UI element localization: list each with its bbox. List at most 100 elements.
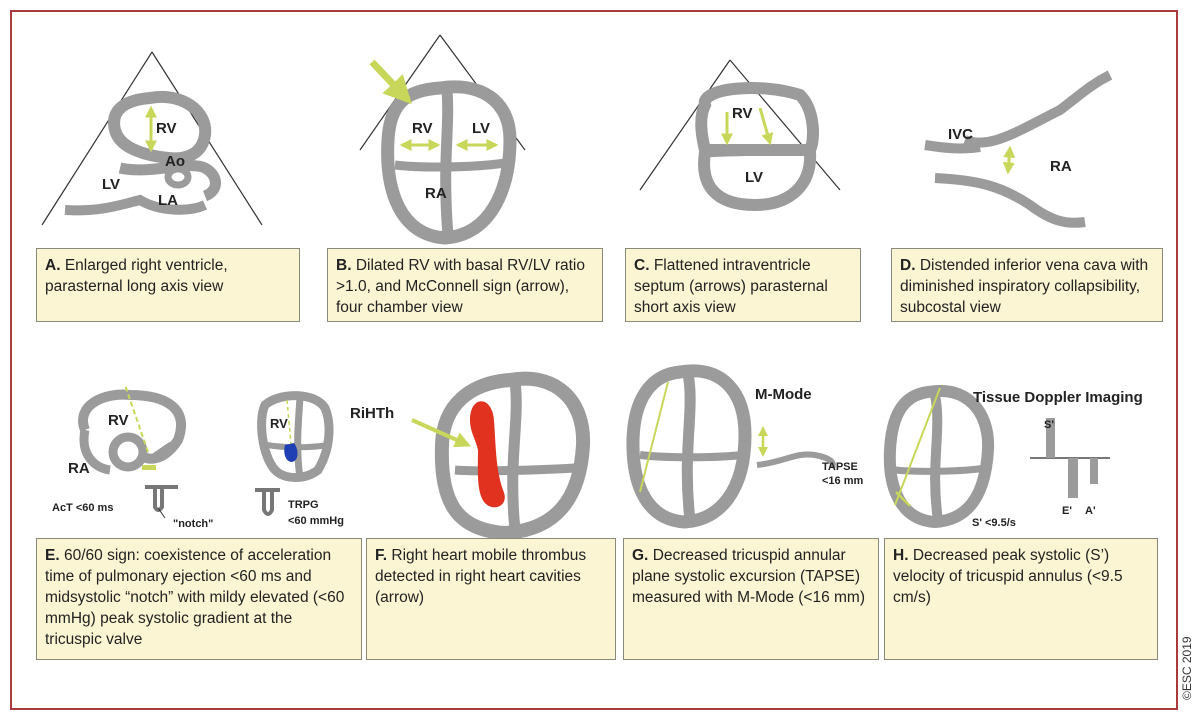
caption-c-letter: C. — [634, 257, 650, 274]
panel-g-septum — [681, 372, 696, 521]
caption-b: B. Dilated RV with basal RV/LV ratio >1.… — [327, 248, 603, 322]
panel-e-doppler-trace — [145, 485, 178, 512]
panel-a-aorta — [164, 165, 192, 189]
panel-h-tdi-label: Tissue Doppler Imaging — [973, 389, 1143, 406]
panel-e-ra-label: RA — [68, 460, 90, 477]
panel-d-lower-wall — [934, 173, 1086, 228]
panel-h-tdi-cursor — [894, 387, 941, 506]
panel-f-septum — [507, 381, 522, 531]
panel-g-mmode-label: M-Mode — [755, 386, 812, 403]
panel-b-mcconnell-arrow — [369, 59, 412, 105]
panel-a-rv-label: RV — [156, 120, 177, 137]
panel-e-trpg-trace — [255, 488, 280, 516]
panel-e-small-av-plane — [266, 442, 329, 451]
panel-c-rv-wall — [695, 81, 819, 156]
panel-e-trpg-value: <60 mmHg — [288, 515, 344, 527]
caption-f-letter: F. — [375, 547, 388, 564]
caption-h-letter: H. — [893, 547, 909, 564]
panel-c-lv-wall — [698, 151, 817, 212]
caption-e-letter: E. — [45, 547, 60, 564]
panel-c-lv-label: LV — [745, 169, 763, 186]
copyright-notice: ©ESC 2019 — [1180, 636, 1194, 700]
panel-e-small-septum — [294, 397, 304, 479]
panel-b-rv-label: RV — [412, 120, 433, 137]
caption-h-text: Decreased peak systolic (S’) velocity of… — [893, 547, 1123, 606]
panel-e-notch-label: "notch" — [173, 518, 213, 530]
caption-h: H. Decreased peak systolic (S’) velocity… — [884, 538, 1158, 660]
panel-f-heart-outline — [434, 371, 591, 541]
panel-c-septum — [704, 144, 813, 158]
panel-h-a-label: A' — [1085, 505, 1096, 517]
panel-b-septum — [440, 89, 454, 237]
caption-g-letter: G. — [632, 547, 649, 564]
panel-f-diagram: RiHTh — [350, 371, 591, 541]
panel-e-rvot-wall — [147, 441, 175, 464]
panel-g-tapse-value: <16 mm — [822, 475, 863, 487]
panel-h-sample-marker — [895, 491, 911, 507]
caption-e-text: 60/60 sign: coexistence of acceleration … — [45, 547, 345, 648]
caption-a-letter: A. — [45, 257, 61, 274]
panel-a-septum — [118, 160, 221, 202]
caption-c: C. Flattened intraventricle septum (arro… — [625, 248, 861, 322]
panel-g-tapse-label: TAPSE — [822, 461, 858, 473]
panel-e-small-rv-label: RV — [270, 416, 288, 431]
panel-a-ao-label: Ao — [165, 153, 185, 170]
caption-d-letter: D. — [900, 257, 916, 274]
panel-h-heart-outline — [883, 384, 995, 529]
panel-f-rihth-label: RiHTh — [350, 405, 394, 422]
panel-b-ra-label: RA — [425, 185, 447, 202]
panel-f-thrombus-arrow — [411, 418, 471, 448]
panel-d-ivc-label: IVC — [948, 126, 973, 143]
panel-g-diagram: M-Mode TAPSE <16 mm — [626, 364, 863, 529]
panel-h-a-wave — [1090, 458, 1098, 484]
caption-b-letter: B. — [336, 257, 352, 274]
panel-e-sample-gate — [142, 465, 156, 470]
panel-d-ivc-upper-wall — [924, 140, 981, 154]
panel-e-rv-label: RV — [108, 412, 129, 429]
caption-d-text: Distended inferior vena cava with dimini… — [900, 257, 1149, 316]
caption-e: E. 60/60 sign: coexistence of accelerati… — [36, 538, 362, 660]
caption-f: F. Right heart mobile thrombus detected … — [366, 538, 616, 660]
panel-a-lv-label: LV — [102, 176, 120, 193]
panel-h-e-wave — [1068, 458, 1078, 498]
panel-b-av-plane — [394, 158, 506, 172]
panel-b-lv-label: LV — [472, 120, 490, 137]
panel-b-diagram: RV LV RA — [359, 34, 526, 245]
panel-f-thrombus — [470, 401, 505, 508]
panel-g-av-plane — [639, 451, 743, 462]
panel-a-la-label: LA — [158, 192, 178, 209]
caption-f-text: Right heart mobile thrombus detected in … — [375, 547, 587, 606]
caption-g-text: Decreased tricuspid annular plane systol… — [632, 547, 865, 606]
panel-e-trpg-label: TRPG — [288, 499, 319, 511]
panel-d-ivc-arrow — [1002, 145, 1016, 175]
panel-f-av-plane — [454, 463, 576, 476]
panel-b-heart-outline — [381, 80, 517, 245]
caption-a-text: Enlarged right ventricle, parasternal lo… — [45, 257, 228, 295]
panel-c-septum-arrow-right — [758, 107, 774, 146]
panel-a-posterior-wall — [64, 194, 208, 216]
panel-e-diagram: RV RA AcT <60 ms "notch" RV TRPG <60 mmH… — [52, 384, 344, 530]
caption-c-text: Flattened intraventricle septum (arrows)… — [634, 257, 828, 316]
figure-frame — [10, 10, 1178, 710]
panel-d-diagram: IVC RA — [924, 70, 1113, 228]
caption-g: G. Decreased tricuspid annular plane sys… — [623, 538, 879, 660]
panel-c-diagram: RV LV — [639, 59, 841, 212]
panel-a-diagram: RV Ao LV LA — [41, 51, 263, 226]
panel-h-septum — [930, 394, 943, 521]
panel-a-rv-wall — [108, 90, 212, 165]
panel-e-ra-wall — [79, 429, 111, 475]
panel-e-lv-ring — [108, 432, 148, 472]
caption-b-text: Dilated RV with basal RV/LV ratio >1.0, … — [336, 257, 585, 316]
panel-h-s-value: S' <9.5/s — [972, 517, 1016, 529]
panel-d-ra-label: RA — [1050, 158, 1072, 175]
panel-h-av-plane — [894, 464, 987, 475]
panel-h-s-label: S' — [1044, 419, 1054, 431]
panel-g-tapse-trace — [756, 451, 836, 470]
panel-h-diagram: Tissue Doppler Imaging S' E' A' S' <9.5/… — [883, 384, 1143, 529]
panel-g-heart-outline — [626, 364, 752, 529]
panel-h-e-label: E' — [1062, 505, 1072, 517]
panel-e-notch-pointer — [157, 507, 166, 519]
caption-a: A. Enlarged right ventricle, parasternal… — [36, 248, 300, 322]
caption-d: D. Distended inferior vena cava with dim… — [891, 248, 1163, 322]
